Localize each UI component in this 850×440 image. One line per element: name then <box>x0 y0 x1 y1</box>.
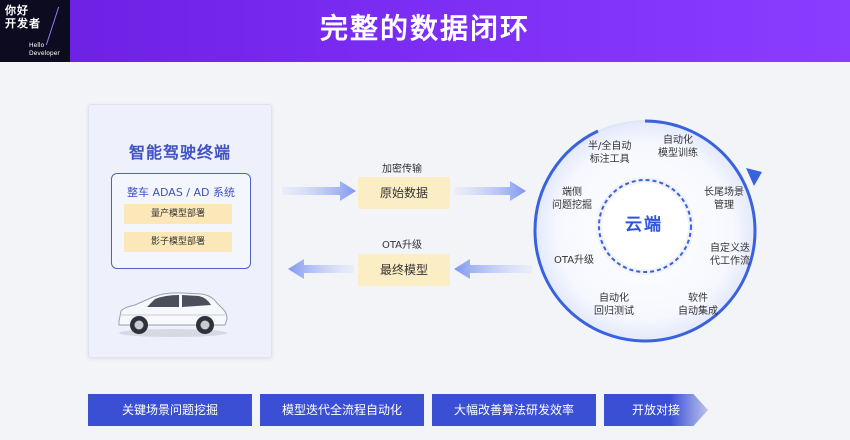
arrow-left-icon <box>288 259 354 279</box>
car-icon <box>118 292 228 337</box>
key-scene-mining-button: 关键场景问题挖掘 <box>88 394 252 426</box>
cloud-loop-diagram <box>533 119 762 343</box>
cloud-item-training: 自动化模型训练 <box>658 135 698 159</box>
page-title: 完整的数据闭环 <box>319 12 530 45</box>
model-iteration-button: 模型迭代全流程自动化 <box>260 394 424 426</box>
logo-line-1: 你好 <box>5 4 29 17</box>
encrypted-transfer-label: 加密传输 <box>382 164 422 175</box>
loop-arrow-head-icon <box>746 168 762 186</box>
header-banner: 你好 开发者 Hello Developer 完整的数据闭环 <box>0 0 850 62</box>
cloud-item-integration: 软件自动集成 <box>678 293 718 317</box>
cloud-item-longtail: 长尾场景管理 <box>704 187 744 211</box>
arrow-right-icon <box>454 181 526 201</box>
fade-overlay <box>670 394 716 426</box>
vehicle-system-box: 整车 ADAS / AD 系统 量产模型部署 影子模型部署 <box>111 173 251 269</box>
logo-line-3: Hello <box>29 42 45 49</box>
cloud-item-workflow: 自定义迭代工作流 <box>710 243 750 267</box>
loop-arc <box>533 119 757 343</box>
ota-upgrade-label: OTA升级 <box>381 240 423 251</box>
cloud-center-label: 云端 <box>625 215 663 235</box>
final-model-box: 最终模型 <box>358 254 450 286</box>
raw-data-box: 原始数据 <box>358 177 450 209</box>
cloud-item-mining: 端侧问题挖掘 <box>552 187 592 211</box>
logo-line-4: Developer <box>29 50 60 57</box>
terminal-title: 智能驾驶终端 <box>128 143 231 162</box>
terminal-card: 智能驾驶终端 整车 ADAS / AD 系统 量产模型部署 影子模型部署 <box>88 104 272 358</box>
cloud-item-ota: OTA升级 <box>554 255 595 266</box>
cloud-item-labeling: 半/全自动标注工具 <box>588 141 632 165</box>
cloud-item-regression: 自动化回归测试 <box>594 293 634 317</box>
hello-developer-logo: 你好 开发者 Hello Developer <box>0 0 70 62</box>
shadow-model-chip: 影子模型部署 <box>124 232 232 252</box>
production-model-chip: 量产模型部署 <box>124 204 232 224</box>
arrow-right-icon <box>282 181 356 201</box>
vehicle-system-label: 整车 ADAS / AD 系统 <box>127 186 235 199</box>
arrow-left-icon <box>454 259 532 279</box>
logo-line-2: 开发者 <box>5 17 41 30</box>
efficiency-button: 大幅改善算法研发效率 <box>432 394 596 426</box>
